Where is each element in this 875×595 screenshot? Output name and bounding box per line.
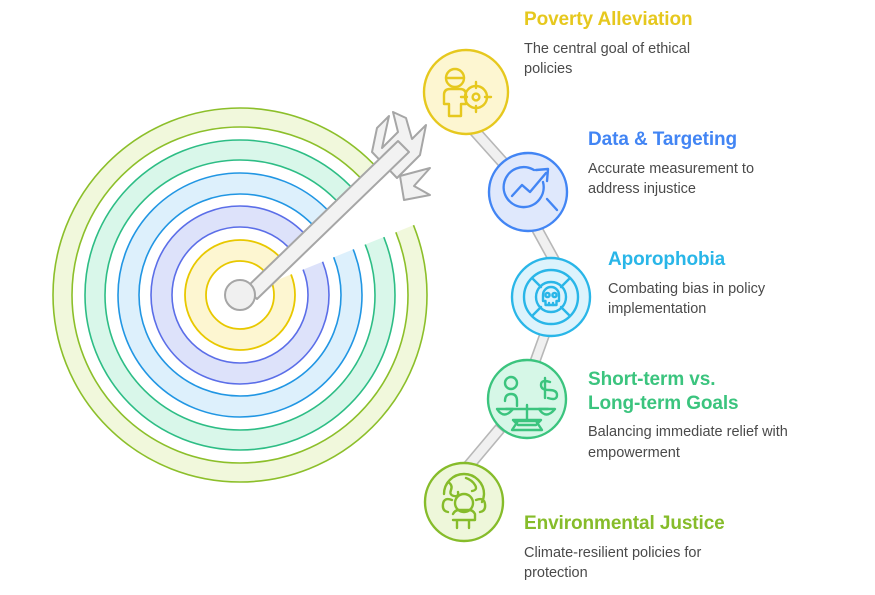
step-text-data-targeting: Data & Targeting Accurate measurement to… <box>588 128 788 200</box>
step-text-environmental-justice: Environmental Justice Climate-resilient … <box>524 512 739 584</box>
step-description-poverty-alleviation: The central goal of ethical policies <box>524 40 691 78</box>
step-description-aporophobia: Combating bias in policy implementation <box>608 280 766 318</box>
step-title-poverty-alleviation: Poverty Alleviation <box>524 9 693 30</box>
step-title-short-vs-long-term-goals: Short-term vs. Long-term Goals <box>588 369 739 414</box>
step-title-aporophobia: Aporophobia <box>608 249 726 270</box>
step-text-poverty-alleviation: Poverty Alleviation The central goal of … <box>524 8 739 80</box>
step-description-environmental-justice: Climate-resilient policies for protectio… <box>524 544 702 582</box>
step-title-data-targeting: Data & Targeting <box>588 129 738 150</box>
step-description-short-vs-long-term-goals: Balancing immediate relief with empowerm… <box>588 424 788 461</box>
step-text-short-vs-long-term-goals: Short-term vs. Long-term Goals Balancing… <box>588 368 788 463</box>
step-description-data-targeting: Accurate measurement to address injustic… <box>588 160 755 198</box>
step-title-environmental-justice: Environmental Justice <box>524 513 725 534</box>
step-text-aporophobia: Aporophobia Combating bias in policy imp… <box>608 248 808 320</box>
